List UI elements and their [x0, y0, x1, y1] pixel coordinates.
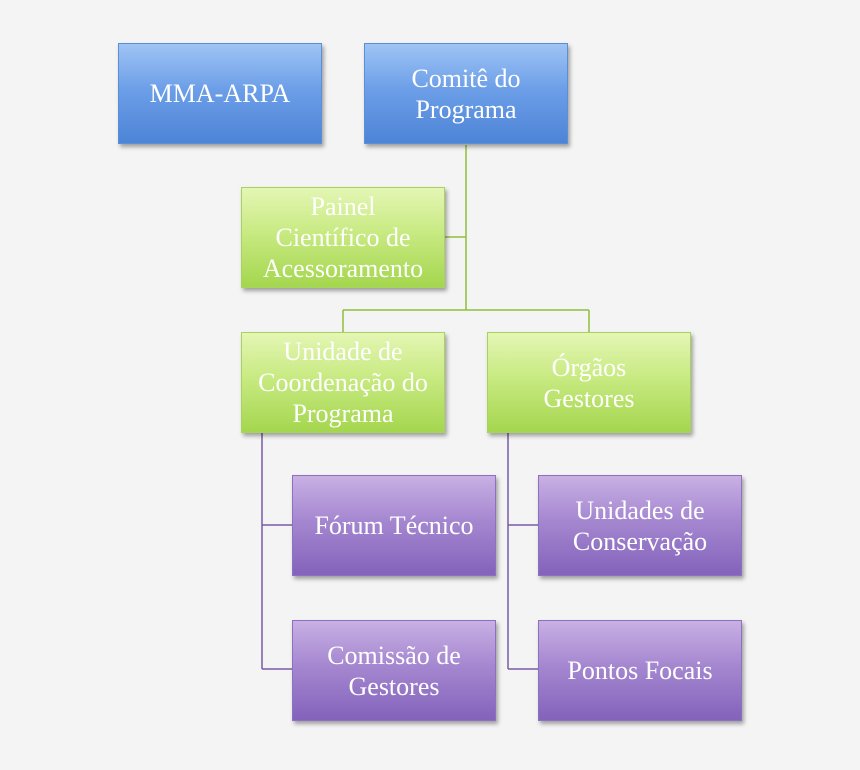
node-forum-tecnico: Fórum Técnico — [292, 475, 496, 576]
node-orgaos-gestores: Órgãos Gestores — [487, 332, 691, 433]
node-pontos-focais: Pontos Focais — [538, 620, 742, 721]
node-comite-do-programa: Comitê do Programa — [364, 43, 568, 144]
node-mma-arpa: MMA-ARPA — [118, 43, 322, 144]
node-comissao-gestores: Comissão de Gestores — [292, 620, 496, 721]
node-unidade-coordenacao: Unidade de Coordenação do Programa — [241, 332, 445, 433]
node-unidades-conservacao: Unidades de Conservação — [538, 475, 742, 576]
node-painel-cientifico: Painel Científico de Acessoramento — [241, 187, 445, 288]
